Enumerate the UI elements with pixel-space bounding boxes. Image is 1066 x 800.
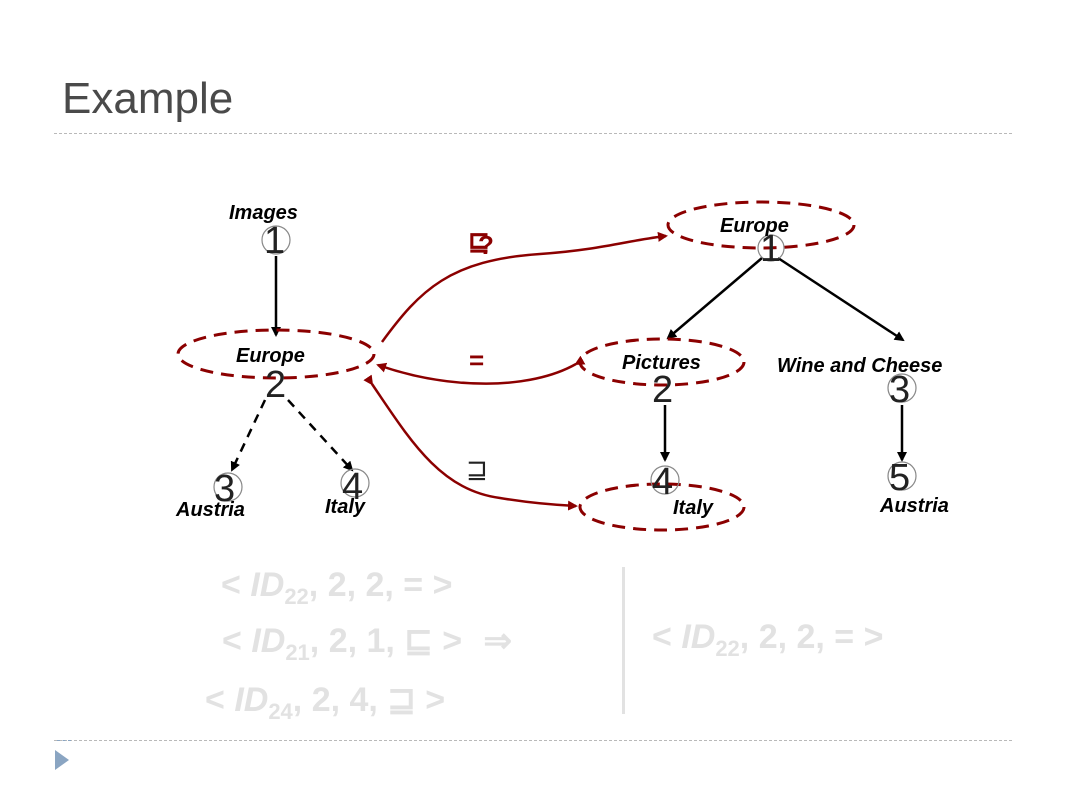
ellipse-right-italy: [578, 482, 746, 532]
node-right-1-number: 1: [760, 228, 781, 270]
node-right-4-label: Italy: [673, 497, 714, 519]
tuple-left-3: < ID24, 2, 4, ⊒ >: [205, 680, 445, 725]
tuple-id: ID: [251, 622, 286, 660]
tuple-id-sub: 22: [715, 635, 740, 661]
relation-symbol-middle: =: [469, 345, 484, 375]
tuple-rest: , 2, 4, ⊒ >: [292, 681, 446, 719]
implies-symbol: ⇒: [483, 622, 513, 660]
edge-right-1-2: [666, 257, 763, 340]
edge-left-2-4: [287, 399, 354, 472]
node-right-3-label: Wine and Cheese: [777, 355, 942, 377]
node-left-1-number: 1: [264, 220, 285, 262]
node-left-4-label: Italy: [325, 496, 366, 518]
node-right-4-circle: [650, 465, 680, 495]
node-right-2-label: Pictures: [622, 352, 701, 374]
node-left-2-number: 2: [265, 364, 286, 406]
ellipse-left-europe: [176, 328, 376, 380]
node-right-5-number: 5: [889, 457, 910, 499]
slide-title: Example: [62, 74, 234, 123]
node-left-3-circle: [213, 472, 243, 502]
tuple-rest: , 2, 1, ⊑ >: [309, 622, 463, 660]
tuple-left-2: < ID21, 2, 1, ⊑ > ⇒: [222, 621, 512, 666]
vertical-divider: [622, 567, 625, 714]
node-left-4-circle: [340, 468, 370, 498]
tuple-id-sub: 24: [268, 698, 293, 724]
edge-left-2-3: [230, 399, 267, 472]
bullet-triangle-icon: [55, 750, 69, 770]
node-right-4-number: 4: [652, 461, 673, 503]
node-left-1-circle: [261, 225, 291, 255]
tuple-open: <: [222, 622, 252, 660]
tuple-id: ID: [250, 566, 285, 604]
node-left-3-label: Austria: [175, 499, 245, 521]
relation-symbol-bottom: ⊒: [466, 454, 488, 484]
node-left-1-label: Images: [229, 202, 298, 224]
tuple-rest: , 2, 2, = >: [308, 566, 453, 604]
tuple-open: <: [205, 681, 235, 719]
tuple-open: <: [652, 618, 682, 656]
node-right-5-label: Austria: [879, 495, 949, 517]
tuple-id-sub: 22: [284, 583, 309, 609]
tuple-rest: , 2, 2, = >: [739, 618, 884, 656]
top-divider: [54, 133, 1012, 134]
edge-right-1-3: [777, 256, 905, 342]
node-left-4-number: 4: [342, 466, 363, 508]
tuple-right: < ID22, 2, 2, = >: [652, 618, 883, 662]
tuple-id: ID: [681, 618, 716, 656]
relation-arrow-top: [380, 231, 668, 343]
tuple-id: ID: [234, 681, 269, 719]
relation-symbol-top: ⊑: [468, 226, 490, 256]
relation-arrow-bottom: [363, 374, 578, 511]
node-left-3-number: 3: [214, 468, 235, 510]
relation-question-mark: ?: [478, 230, 494, 260]
tuple-open: <: [221, 566, 251, 604]
node-right-5-circle: [887, 461, 917, 491]
tuple-left-1: < ID22, 2, 2, = >: [221, 566, 452, 610]
node-right-2-number: 2: [652, 369, 673, 411]
corner-dash: [57, 740, 71, 742]
node-left-2-label: Europe: [236, 345, 305, 367]
node-right-3-circle: [887, 373, 917, 403]
node-right-1-label: Europe: [720, 215, 789, 237]
tuple-id-sub: 21: [285, 639, 310, 665]
bottom-divider: [54, 740, 1012, 741]
ellipse-right-europe: [666, 200, 856, 250]
node-right-3-number: 3: [889, 369, 910, 411]
node-right-1-circle: [757, 234, 785, 262]
